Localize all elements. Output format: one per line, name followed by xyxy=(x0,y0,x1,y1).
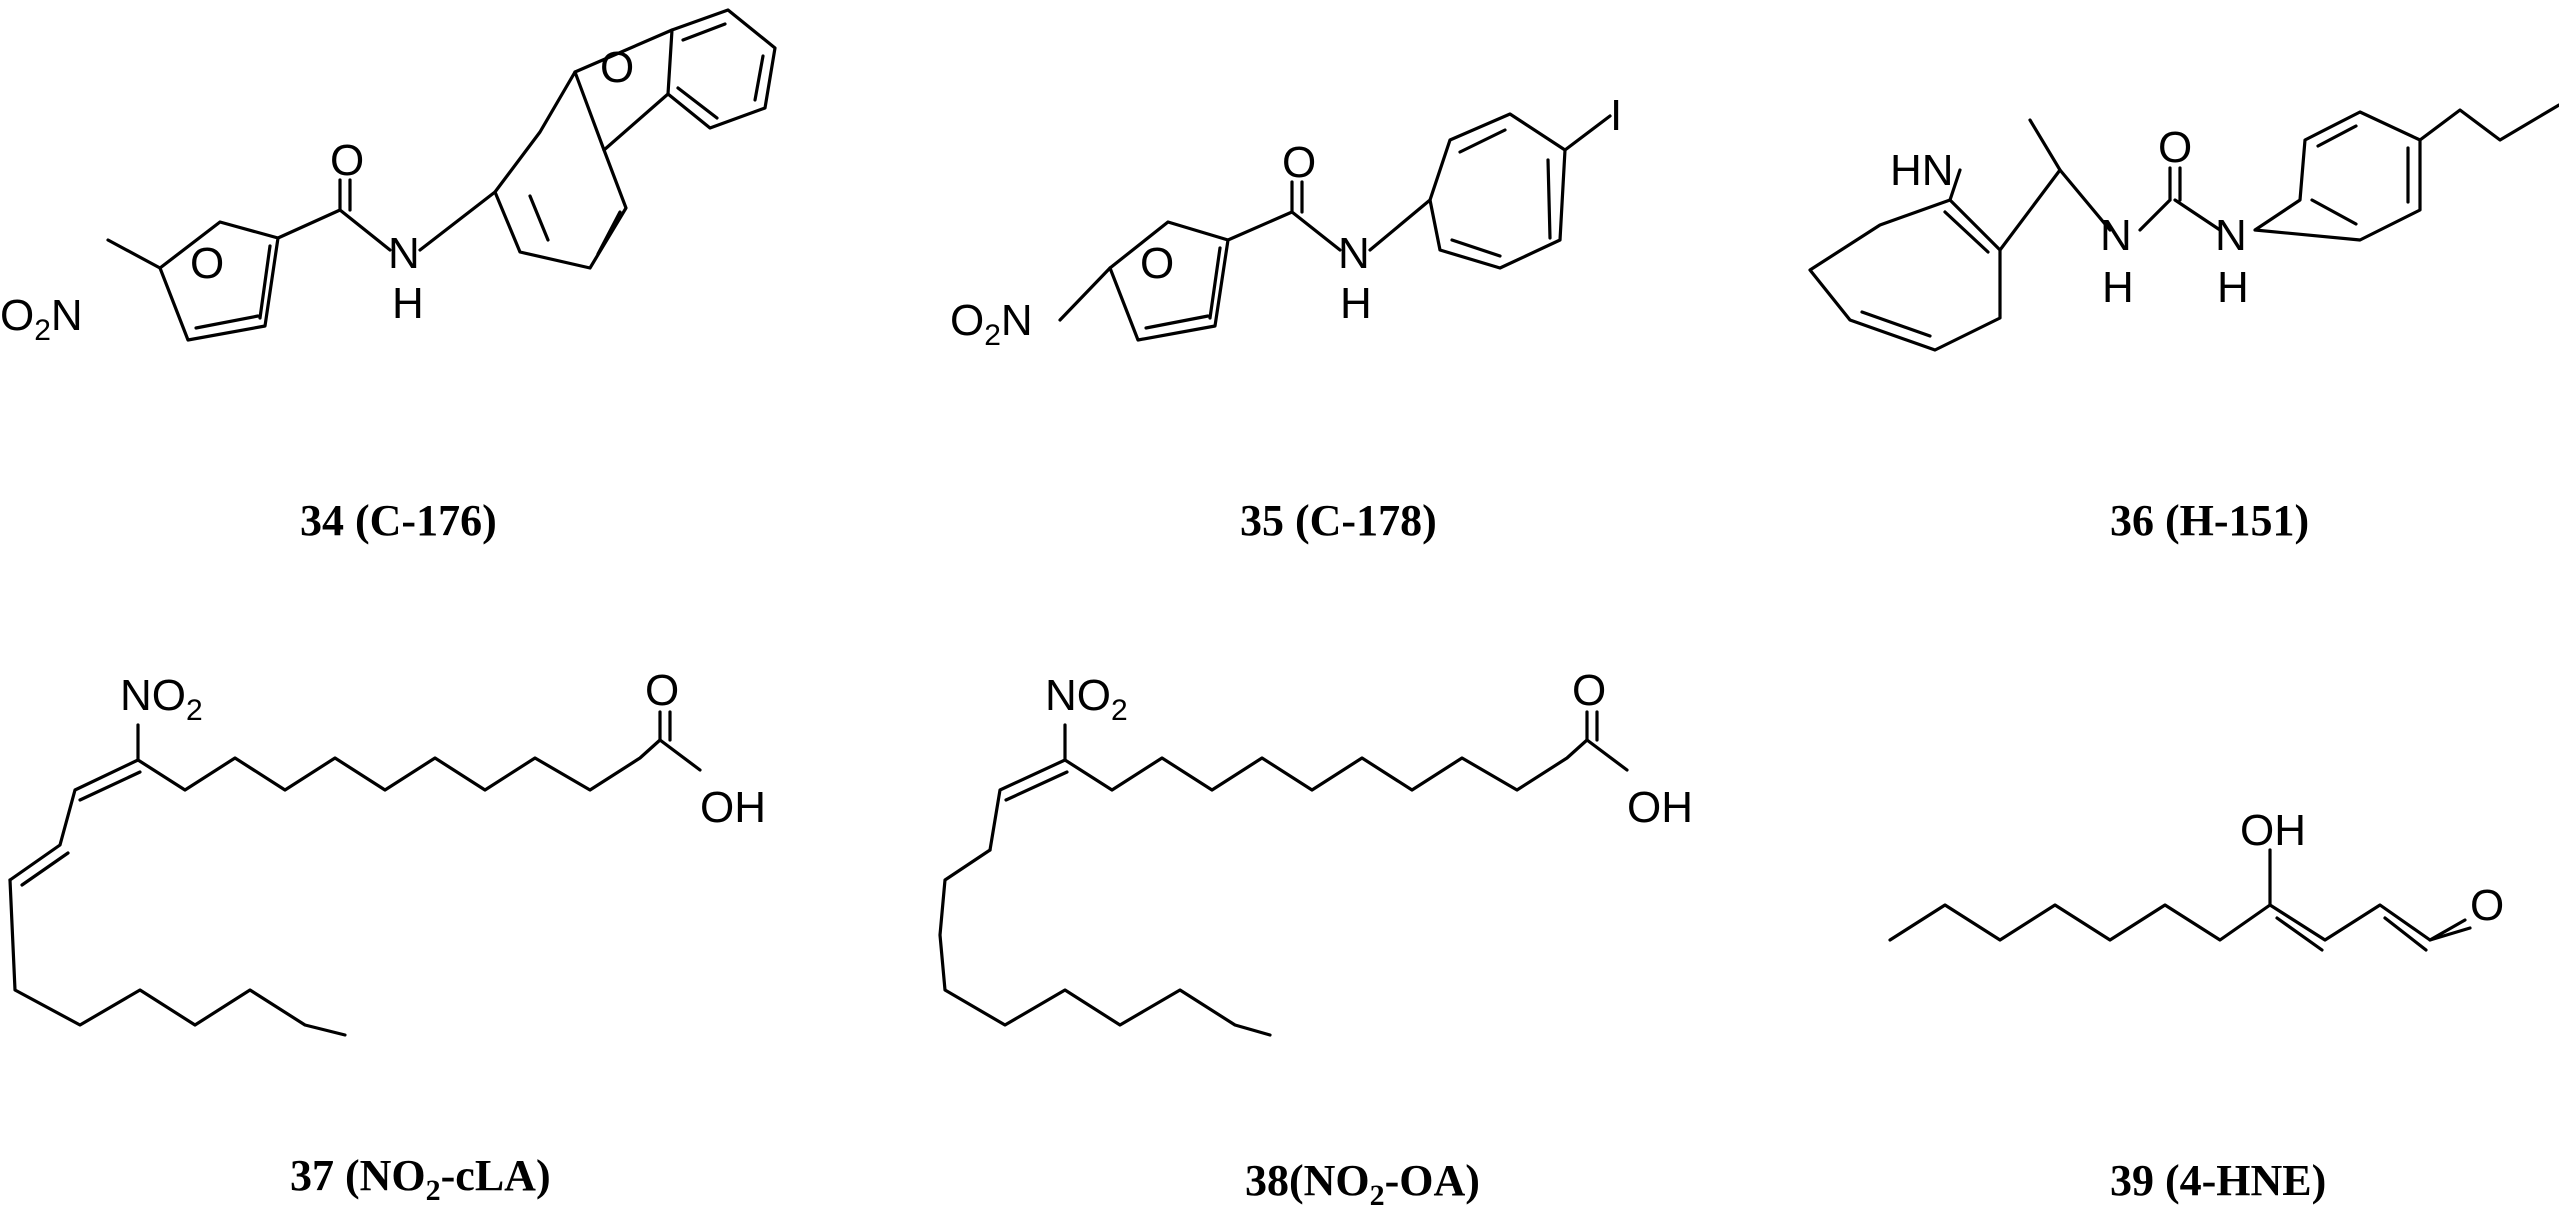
compound-36-urea xyxy=(2138,166,2222,232)
compound-39-aldehyde-o: O xyxy=(2470,881,2504,930)
compound-37-chain xyxy=(136,723,662,792)
compound-35: I O O N H O2N 35 (C-178) xyxy=(950,91,1622,545)
compound-37-oh: OH xyxy=(700,783,766,832)
compound-35-iodophenyl xyxy=(1428,112,1567,270)
compound-38-oh: OH xyxy=(1627,783,1693,832)
compound-37-tail xyxy=(8,878,347,1037)
compound-34-nitro: O2N xyxy=(0,291,83,347)
compound-36: HN O N H N H 36 (H-151) xyxy=(1808,103,2559,545)
compound-34-o-ring: O xyxy=(600,43,634,92)
compound-34-amide xyxy=(276,178,392,252)
compound-37-conjugated-diene xyxy=(8,758,142,887)
compound-35-carbonyl-o: O xyxy=(1282,138,1316,187)
compound-38: NO2 O OH 38(NO2-OA) xyxy=(938,666,1693,1212)
compound-34: O O O N H O2N 34 (C-176) xyxy=(0,8,777,545)
compound-36-carbonyl-o: O xyxy=(2158,123,2192,172)
compound-34-nitrofuran xyxy=(158,220,280,342)
compound-34-nh-h: H xyxy=(392,279,424,328)
compound-39-caption: 39 (4-HNE) xyxy=(2110,1156,2326,1205)
compound-36-nh2-n: N xyxy=(2215,211,2247,260)
compound-35-nitrofuran xyxy=(1108,220,1230,342)
compound-37-nitro: NO2 xyxy=(120,671,203,727)
compound-35-nh-h: H xyxy=(1340,279,1372,328)
compound-34-benzene-lower xyxy=(493,70,628,270)
compound-34-caption: 34 (C-176) xyxy=(300,496,497,545)
compound-35-caption: 35 (C-178) xyxy=(1240,496,1437,545)
compound-38-chain xyxy=(1063,723,1589,792)
compound-37-caption: 37 (NO2-cLA) xyxy=(290,1151,551,1207)
compound-35-o-furan: O xyxy=(1140,239,1174,288)
compound-38-carbonyl-o: O xyxy=(1572,666,1606,715)
compound-36-ethylphenyl xyxy=(2253,110,2422,242)
compound-38-nitro: NO2 xyxy=(1045,671,1128,727)
compound-34-benzene-upper xyxy=(666,8,777,130)
compound-34-nh-n: N xyxy=(388,229,420,278)
compound-34-furan-bridge xyxy=(573,28,674,152)
compound-38-caption: 38(NO2-OA) xyxy=(1245,1156,1480,1212)
compound-36-indole-benzene xyxy=(1808,198,2002,352)
compound-36-nh1-h: H xyxy=(2102,263,2134,312)
compound-36-caption: 36 (H-151) xyxy=(2110,496,2309,545)
compound-35-nh-n: N xyxy=(1338,229,1370,278)
compound-36-nh1-n: N xyxy=(2100,211,2132,260)
compound-35-amide xyxy=(1226,180,1342,252)
compound-39: OH O 39 (4-HNE) xyxy=(1888,806,2504,1205)
compound-35-nitro: O2N xyxy=(950,296,1033,352)
compound-36-indole-nh: HN xyxy=(1890,146,1954,195)
compound-37-carbonyl-o: O xyxy=(645,666,679,715)
compound-36-nh2-h: H xyxy=(2217,263,2249,312)
compound-39-oh: OH xyxy=(2240,806,2306,855)
compound-39-chain xyxy=(1888,903,2467,942)
compound-34-o-furan: O xyxy=(190,239,224,288)
compound-37: NO2 O OH 37 (NO2-cLA) xyxy=(8,666,766,1207)
compound-38-alkene xyxy=(988,758,1069,852)
compound-35-iodine: I xyxy=(1610,91,1622,140)
compound-34-carbonyl-o: O xyxy=(330,136,364,185)
compound-38-tail xyxy=(938,848,1272,1037)
